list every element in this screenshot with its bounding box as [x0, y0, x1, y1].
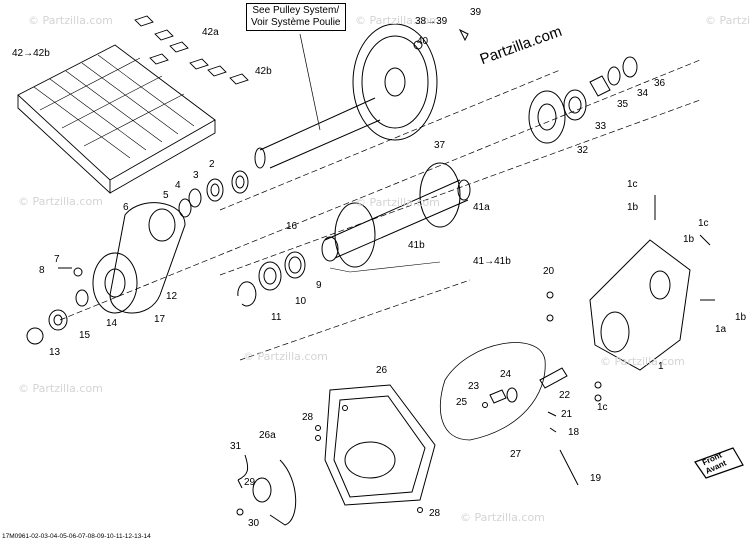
tensioner — [482, 367, 579, 486]
watermark: © Partzilla.com — [355, 14, 440, 27]
callout[interactable]: 22 — [559, 390, 571, 401]
callout[interactable]: 26 — [376, 365, 388, 376]
callout[interactable]: 17 — [154, 314, 166, 325]
callout[interactable]: 40 — [417, 36, 429, 47]
callout[interactable]: 20 — [543, 266, 555, 277]
note-line-1: See Pulley System/ — [252, 5, 340, 16]
callout[interactable]: 16 — [286, 221, 298, 232]
callout[interactable]: 19 — [590, 473, 602, 484]
callout[interactable]: 34 — [637, 88, 649, 99]
callout[interactable]: 1a — [715, 324, 727, 335]
callout[interactable]: 9 — [316, 280, 322, 291]
callout[interactable]: 41→41b — [473, 256, 511, 267]
chaincase — [546, 195, 715, 402]
bearings-left — [178, 170, 249, 218]
callout[interactable]: 1 — [658, 361, 664, 372]
callout[interactable]: 2 — [209, 159, 215, 170]
callout[interactable]: 36 — [654, 78, 666, 89]
callout[interactable]: 42a — [202, 27, 219, 38]
callout[interactable]: 28 — [302, 412, 314, 423]
callout[interactable]: 31 — [230, 441, 242, 452]
callout[interactable]: 32 — [577, 145, 589, 156]
right-bearings — [413, 28, 638, 144]
callout[interactable]: 14 — [106, 318, 118, 329]
callout[interactable]: 13 — [49, 347, 61, 358]
watermark: © Partzilla.com — [18, 382, 103, 395]
pulley — [254, 23, 438, 169]
watermark: © Partzilla.com — [243, 350, 328, 363]
callout[interactable]: 3 — [193, 170, 199, 181]
callout[interactable]: 39 — [470, 7, 482, 18]
callout[interactable]: 4 — [175, 180, 181, 191]
callout[interactable]: 42b — [255, 66, 272, 77]
callout[interactable]: 41b — [408, 240, 425, 251]
front-arrow — [694, 447, 744, 479]
note-line-2: Voir Système Poulie — [251, 17, 341, 28]
watermark: © Partzilla.com — [355, 196, 440, 209]
callout[interactable]: 21 — [561, 409, 573, 420]
watermark: © Partzilla.com — [600, 355, 685, 368]
callout[interactable]: 24 — [500, 369, 512, 380]
callout[interactable]: 1c — [627, 179, 638, 190]
callout[interactable]: 1c — [597, 402, 608, 413]
callout[interactable]: 7 — [54, 254, 60, 265]
callout[interactable]: 41a — [473, 202, 490, 213]
see-pulley-note: See Pulley System/ Voir Système Poulie — [246, 3, 346, 31]
drive-axle — [321, 162, 471, 273]
callout[interactable]: 1b — [735, 312, 747, 323]
callout[interactable]: 15 — [79, 330, 91, 341]
bearings-center — [237, 251, 306, 307]
callout[interactable]: 30 — [248, 518, 260, 529]
watermark: © Partzilla.com — [705, 14, 750, 27]
callout[interactable]: 33 — [595, 121, 607, 132]
callout[interactable]: 8 — [39, 265, 45, 276]
callout[interactable]: 23 — [468, 381, 480, 392]
chain-sprocket — [26, 202, 186, 345]
cover — [324, 384, 436, 506]
callout[interactable]: 38→39 — [415, 16, 448, 27]
watermark: © Partzilla.com — [18, 195, 103, 208]
callout[interactable]: 37 — [434, 140, 446, 151]
callout[interactable]: 42→42b — [12, 48, 50, 59]
watermark: © Partzilla.com — [460, 511, 545, 524]
drawing-code: 17M0961-02-03-04-05-06-07-08-09-10-11-12… — [2, 533, 151, 540]
callout[interactable]: 5 — [163, 190, 169, 201]
callout[interactable]: 6 — [123, 202, 129, 213]
callout[interactable]: 27 — [510, 449, 522, 460]
gasket — [439, 342, 546, 441]
callout[interactable]: 1c — [698, 218, 709, 229]
callout[interactable]: 18 — [568, 427, 580, 438]
callout[interactable]: 28 — [429, 508, 441, 519]
callout[interactable]: 11 — [271, 312, 282, 323]
callout[interactable]: 26a — [259, 430, 276, 441]
watermark: © Partzilla.com — [28, 14, 113, 27]
callout[interactable]: 25 — [456, 397, 468, 408]
callout[interactable]: 12 — [166, 291, 178, 302]
sensor-parts — [236, 405, 423, 526]
callout[interactable]: 10 — [295, 296, 307, 307]
callout[interactable]: 1b — [627, 202, 639, 213]
callout[interactable]: 29 — [244, 477, 256, 488]
callout[interactable]: 35 — [617, 99, 629, 110]
track-part — [17, 44, 216, 195]
callout[interactable]: 1b — [683, 234, 695, 245]
clips — [134, 15, 249, 85]
